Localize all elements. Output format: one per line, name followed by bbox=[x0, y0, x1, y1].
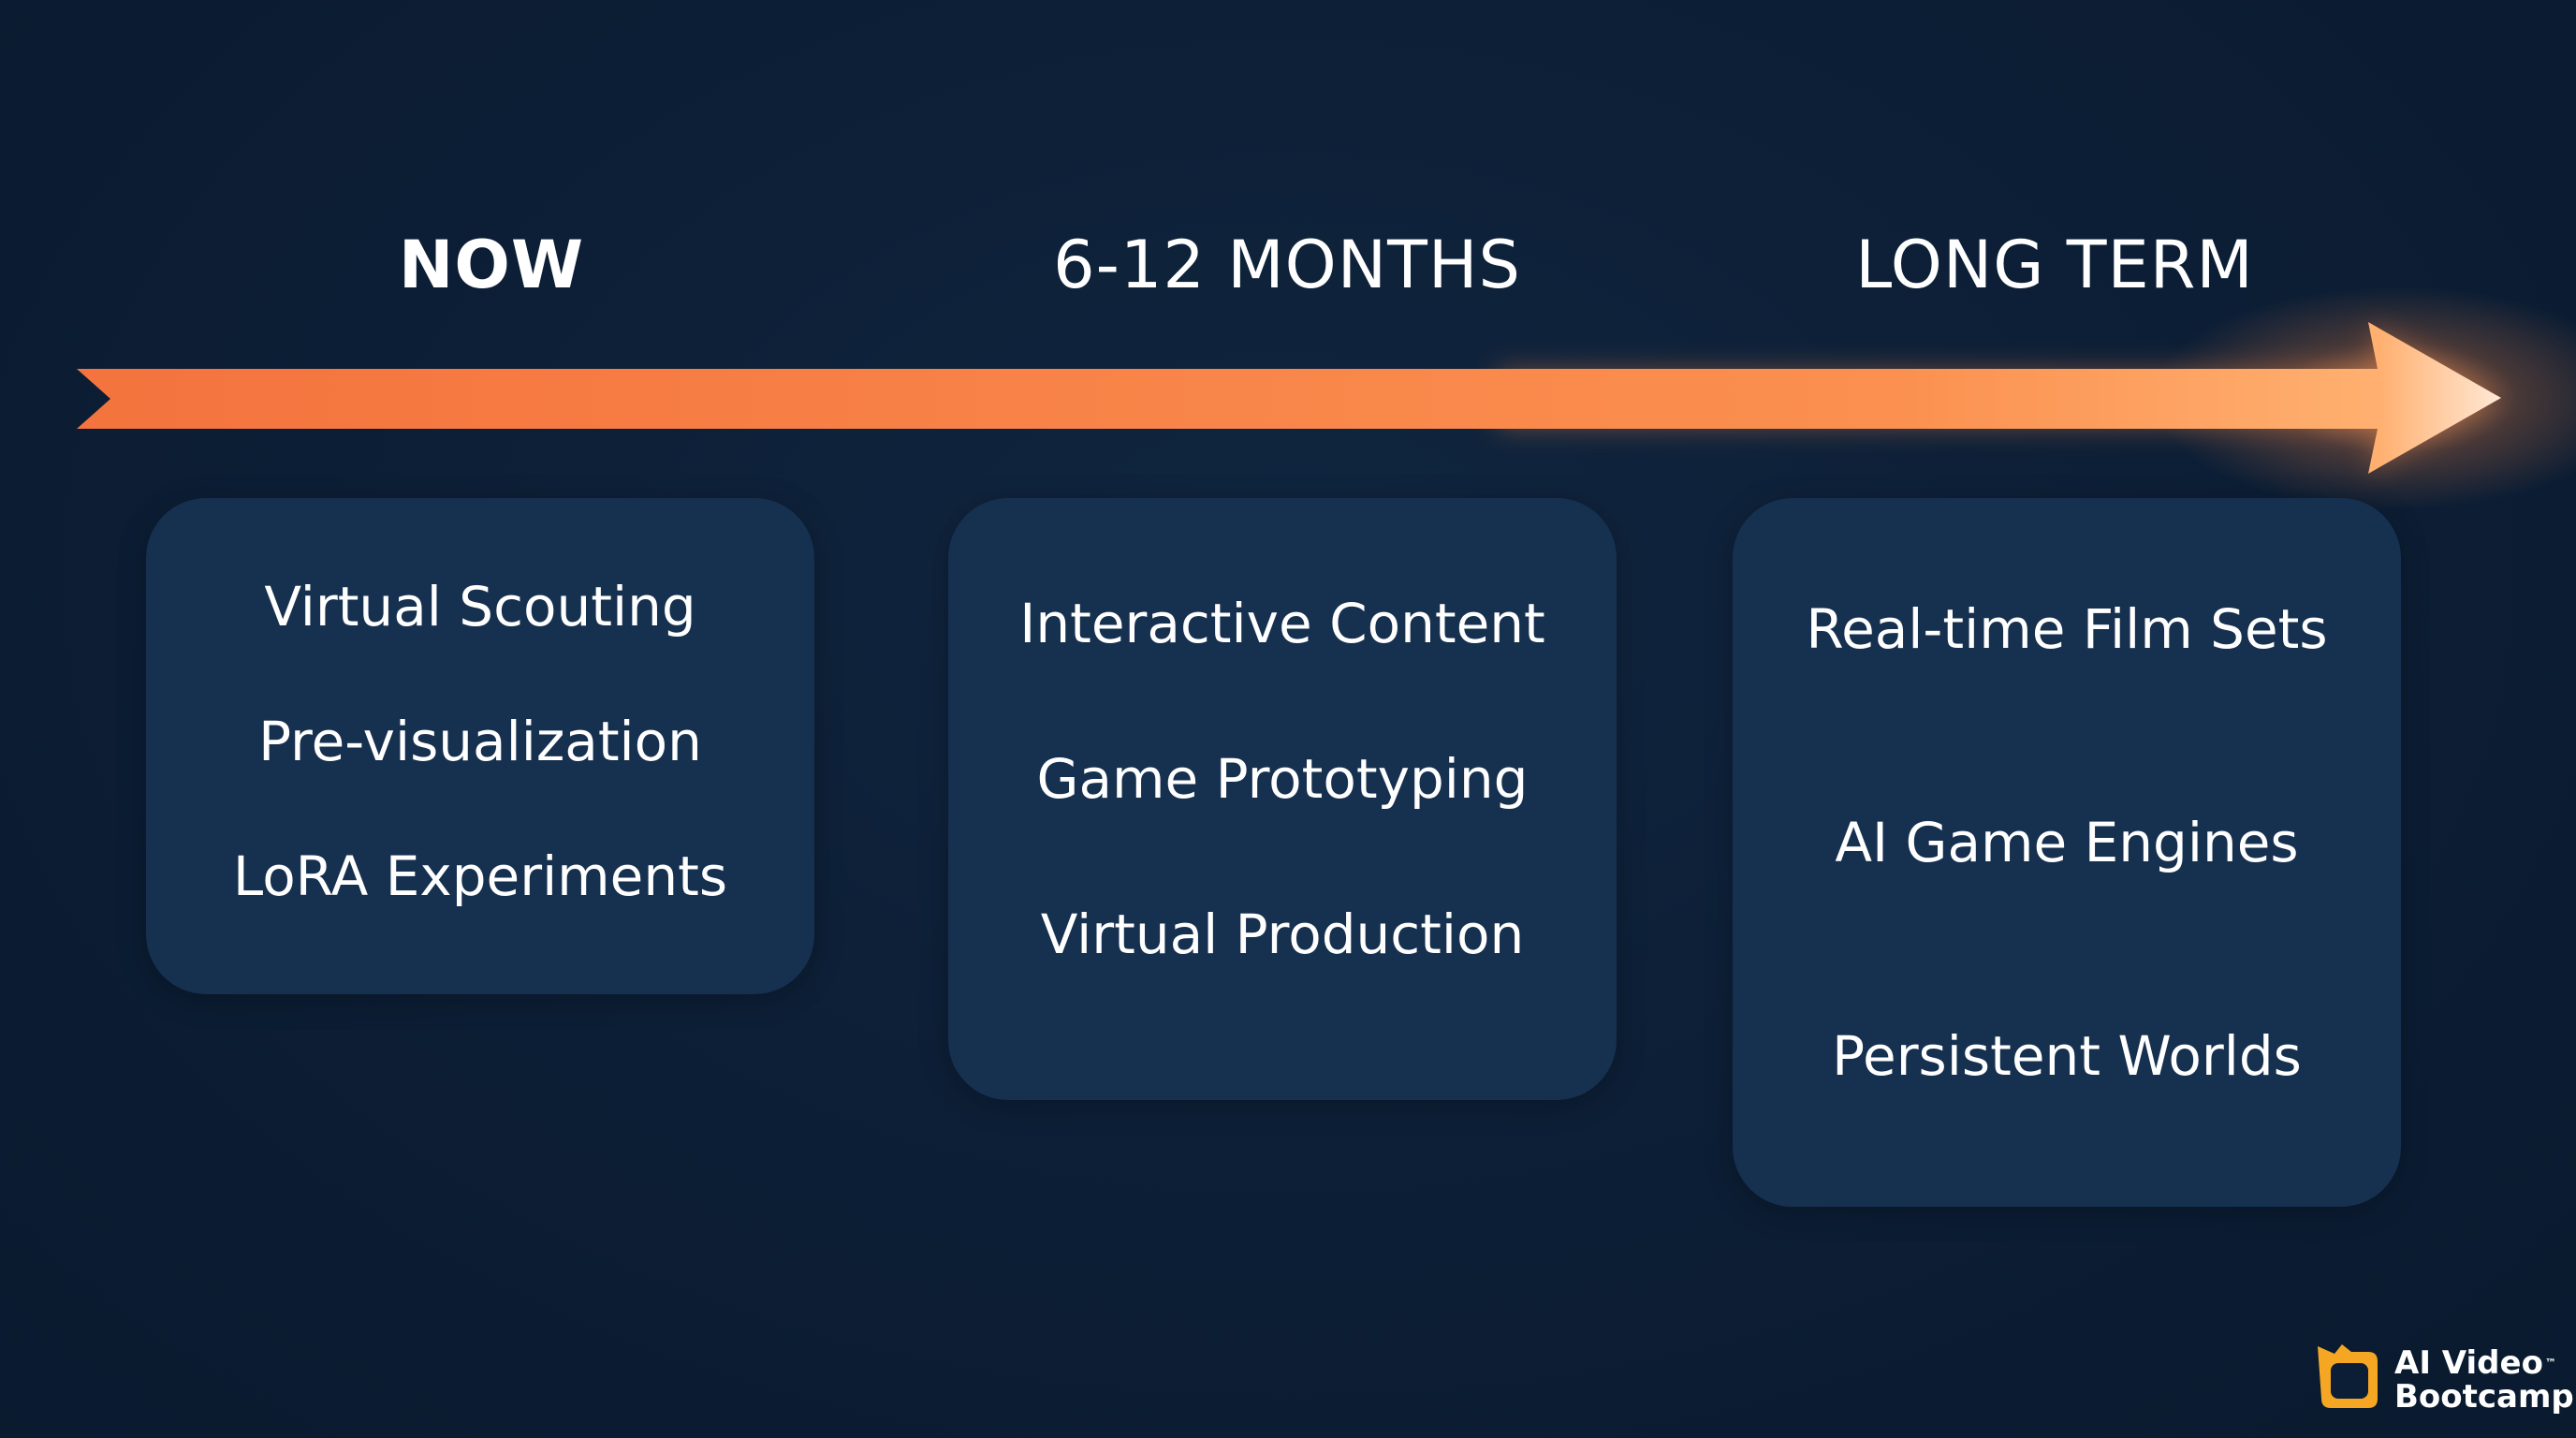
play-badge-icon bbox=[2318, 1344, 2378, 1408]
phase-label-now: NOW bbox=[398, 227, 585, 303]
phase-label-6-12-months: 6-12 MONTHS bbox=[1053, 227, 1521, 303]
list-item: Persistent Worlds bbox=[1832, 1024, 2302, 1088]
list-item: LoRA Experiments bbox=[232, 844, 728, 908]
phase-card-6-12-months: Interactive Content Game Prototyping Vir… bbox=[948, 498, 1617, 1100]
list-item: Game Prototyping bbox=[1036, 747, 1529, 811]
list-item: Virtual Production bbox=[1040, 902, 1525, 966]
timeline-arrow-icon bbox=[77, 286, 2576, 510]
list-item: Virtual Scouting bbox=[264, 575, 696, 638]
logo-text-line2: Bootcamp bbox=[2394, 1378, 2574, 1416]
arrow-shape bbox=[77, 322, 2501, 474]
list-item: Real-time Film Sets bbox=[1806, 597, 2328, 661]
list-item: AI Game Engines bbox=[1835, 811, 2299, 874]
list-item: Pre-visualization bbox=[258, 710, 702, 773]
phase-label-long-term: LONG TERM bbox=[1855, 227, 2254, 303]
phase-card-long-term: Real-time Film Sets AI Game Engines Pers… bbox=[1733, 498, 2401, 1207]
list-item: Interactive Content bbox=[1019, 592, 1545, 655]
phase-card-now: Virtual Scouting Pre-visualization LoRA … bbox=[146, 498, 814, 994]
